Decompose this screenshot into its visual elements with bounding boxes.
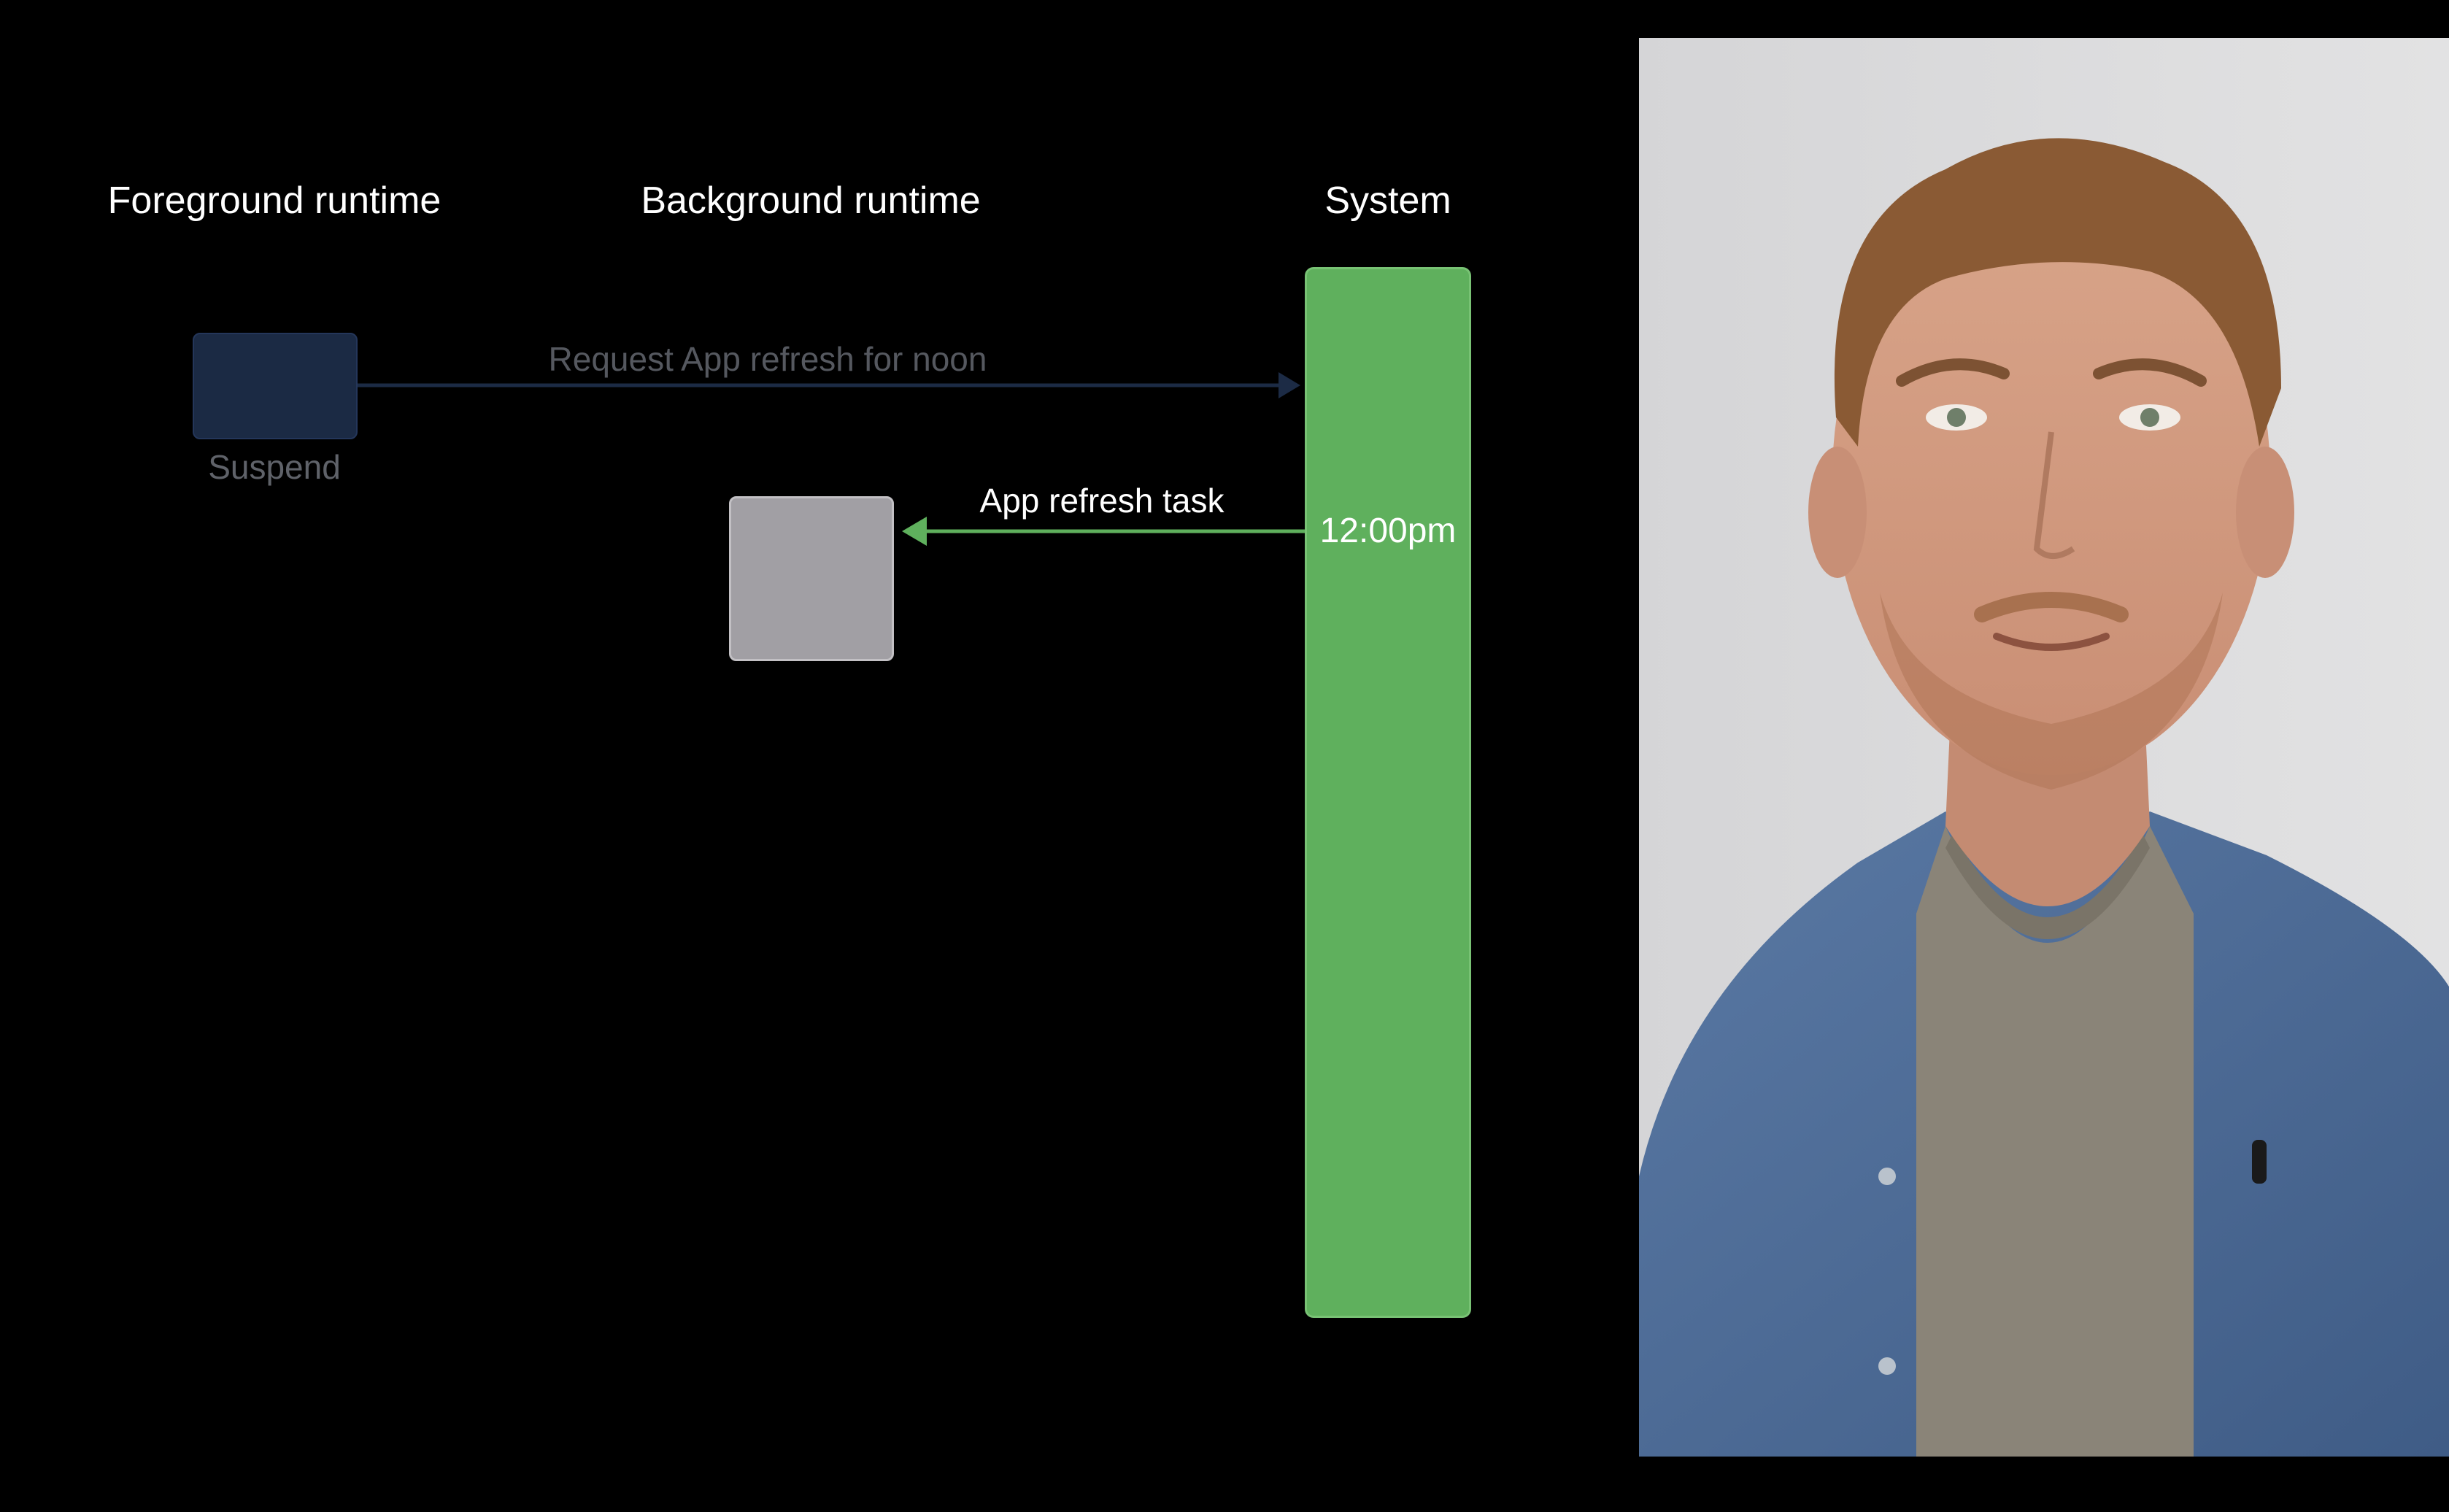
system-title: System — [1324, 180, 1451, 222]
event-time-label: 12:00pm — [1319, 512, 1457, 550]
request-refresh-label: Request App refresh for noon — [548, 340, 987, 378]
presenter-video — [1639, 38, 2449, 1457]
request-arrow-head — [1279, 372, 1300, 398]
system-timeline-bar — [1305, 267, 1471, 1318]
background-task-box — [729, 496, 894, 661]
foreground-suspend-box — [193, 333, 358, 439]
suspend-label: Suspend — [208, 448, 341, 486]
foreground-runtime-title: Foreground runtime — [107, 180, 441, 222]
background-runtime-title: Background runtime — [641, 180, 981, 222]
presenter-image — [1639, 38, 2449, 1457]
task-arrow-head — [902, 517, 927, 546]
app-refresh-task-label: App refresh task — [979, 482, 1224, 520]
